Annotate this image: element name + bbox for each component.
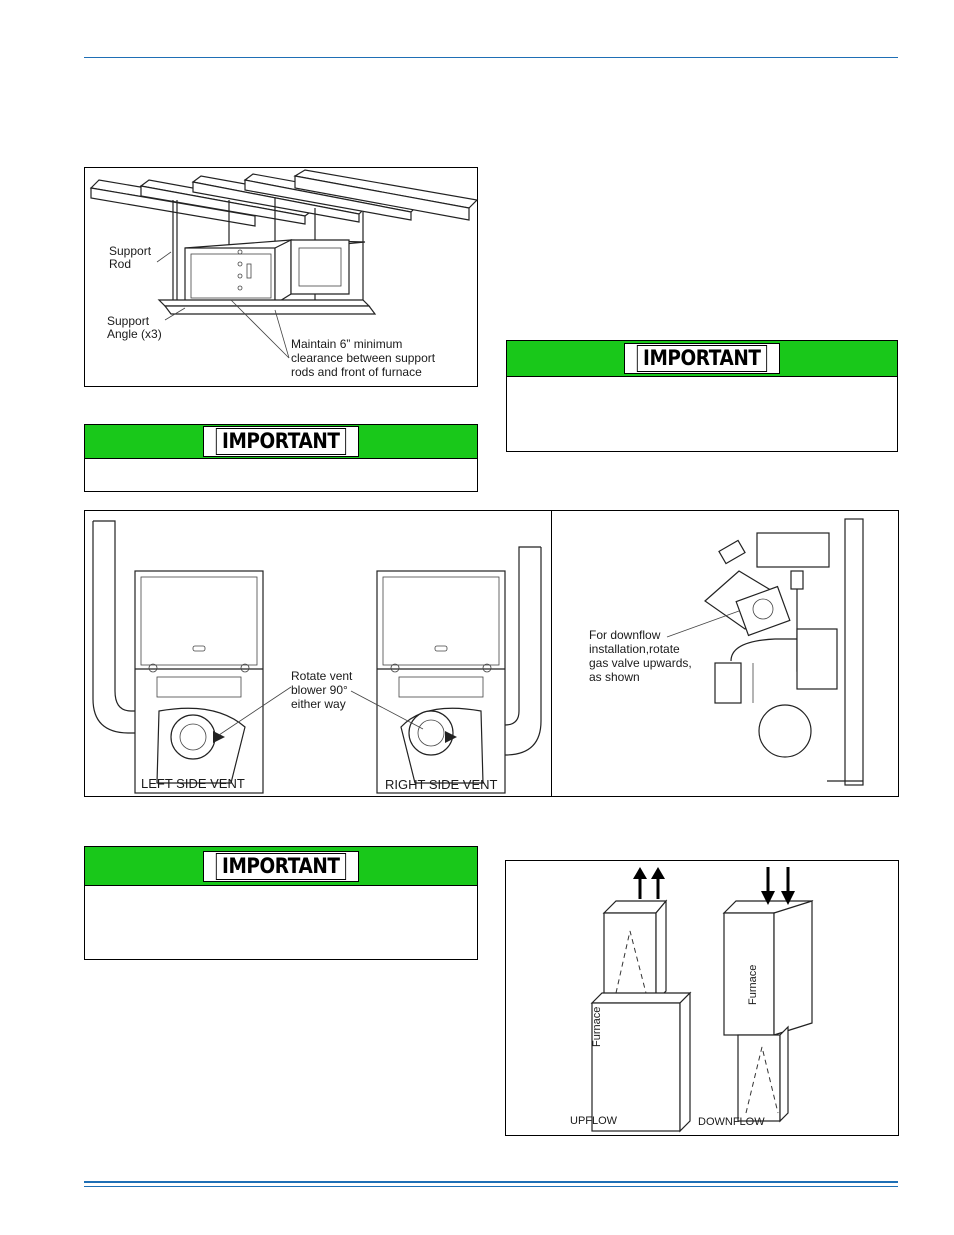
right-side-vent-caption: RIGHT SIDE VENT — [385, 777, 498, 792]
important-badge: IMPORTANT — [624, 343, 780, 374]
support-angle-label-1: Support — [107, 314, 150, 328]
footer-rule — [84, 1181, 898, 1183]
left-vent-furnace — [92, 520, 264, 794]
rotate-vent-label-1: Rotate vent — [291, 669, 353, 683]
important-header: IMPORTANT — [85, 425, 477, 459]
furnace-label-downflow: Furnace — [747, 964, 759, 1005]
gas-valve-assembly — [704, 518, 864, 786]
support-angle-label-2: Angle (x3) — [107, 327, 162, 341]
airflow-configuration-figure: Furnace Furnace UPFLOW DOWNFLOW — [505, 860, 899, 1136]
upflow-stack — [590, 867, 692, 1133]
important-notice-left-lower: IMPORTANT — [84, 846, 478, 960]
furnace-cabinet — [184, 239, 366, 306]
header-rule — [84, 57, 898, 58]
gas-valve-note-1: For downflow — [589, 628, 661, 642]
support-rod-figure: Support Rod Support Angle (x3) Maintain … — [84, 167, 479, 387]
clearance-label-3: rods and front of furnace — [291, 365, 422, 379]
important-notice-left-middle: IMPORTANT — [84, 424, 478, 492]
suspended-furnace-drawing — [89, 169, 479, 359]
vent-rotation-figure: Rotate vent blower 90° either way LEFT S… — [84, 510, 899, 797]
important-header: IMPORTANT — [85, 847, 477, 886]
clearance-label-2: clearance between support — [291, 351, 436, 365]
gas-valve-note-4: as shown — [589, 670, 640, 684]
left-side-vent-caption: LEFT SIDE VENT — [141, 776, 245, 791]
support-angles — [157, 299, 377, 315]
airflow-drawing — [590, 867, 814, 1133]
gas-valve-note-3: gas valve upwards, — [589, 656, 692, 670]
furnace-label-upflow: Furnace — [591, 1006, 603, 1047]
support-rod-label-1: Support — [109, 244, 152, 258]
important-badge: IMPORTANT — [203, 426, 359, 457]
right-vent-furnace — [376, 546, 542, 794]
downflow-stack — [722, 867, 814, 1123]
ceiling-joists — [89, 169, 479, 227]
vent-furnaces-drawing — [92, 518, 864, 794]
gas-valve-note-2: installation,rotate — [589, 642, 680, 656]
rotate-vent-label-3: either way — [291, 697, 346, 711]
clearance-label-1: Maintain 6” minimum — [291, 337, 403, 351]
important-badge: IMPORTANT — [203, 850, 359, 882]
downflow-caption: DOWNFLOW — [698, 1116, 765, 1128]
important-notice-top-right: IMPORTANT — [506, 340, 898, 452]
important-header: IMPORTANT — [507, 341, 897, 377]
support-rod-label-2: Rod — [109, 257, 132, 271]
upflow-caption: UPFLOW — [570, 1115, 618, 1127]
rotate-vent-label-2: blower 90° — [291, 683, 348, 697]
footer-rule-thin — [84, 1186, 898, 1187]
figure-divider — [551, 511, 552, 796]
